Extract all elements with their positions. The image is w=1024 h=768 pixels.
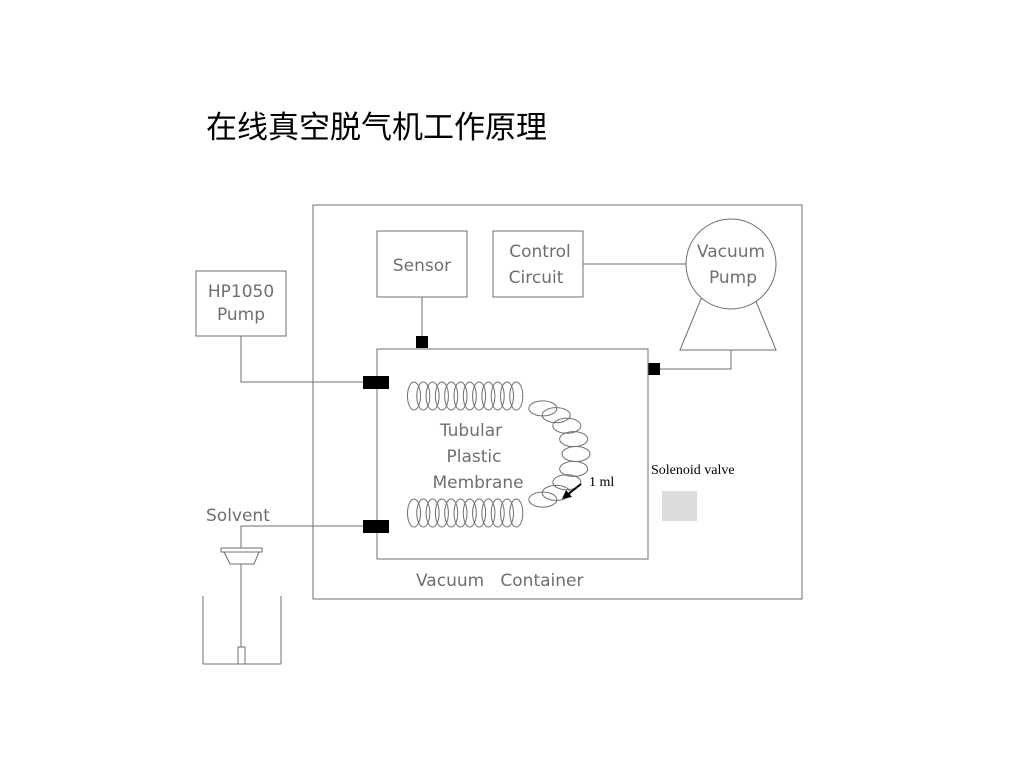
control-circuit-box: Control Circuit	[492, 230, 584, 298]
vacuum-chamber	[376, 348, 649, 560]
coil-loop	[509, 498, 524, 528]
coil-loop	[407, 381, 421, 411]
coil-loop	[434, 381, 449, 411]
coil-loop	[462, 498, 477, 528]
coil-loop	[528, 491, 558, 508]
sensor-label: Sensor	[393, 256, 451, 276]
coil-loop	[462, 381, 477, 411]
coil-loop	[552, 417, 582, 434]
coil-loop	[559, 431, 589, 448]
coil-loop	[500, 381, 514, 411]
coil-loop	[500, 498, 514, 528]
volume-label: 1 ml	[589, 475, 614, 490]
vacuum-pump: Vacuum Pump	[679, 218, 777, 351]
hp-pump-box: HP1050 Pump	[195, 270, 287, 337]
solenoid-valve	[662, 491, 697, 521]
coil-loop	[472, 381, 487, 411]
solenoid-valve-label: Solenoid valve	[651, 463, 735, 478]
vacuum-pump-label-line2: Pump	[709, 268, 757, 288]
coil-loop	[416, 498, 431, 528]
coil-loop	[425, 381, 440, 411]
tubular-membrane-coil	[407, 381, 591, 528]
coil-loop	[453, 381, 468, 411]
vacuum-port	[648, 363, 660, 375]
volume-pointer-arrow	[562, 483, 582, 499]
membrane-label-line2: Plastic	[447, 447, 502, 467]
page-title: 在线真空脱气机工作原理	[206, 110, 547, 146]
coil-loop	[561, 446, 591, 462]
inlet-port-top	[363, 376, 389, 389]
vacuum-container-label: Vacuum Container	[416, 571, 583, 591]
sensor-box: Sensor	[376, 230, 468, 298]
hp-pump-label-line2: Pump	[217, 305, 265, 325]
coil-loop	[434, 498, 449, 528]
coil-loop	[444, 381, 459, 411]
sensor-port	[416, 336, 428, 348]
membrane-label-line1: Tubular	[439, 421, 502, 441]
solvent-line	[240, 525, 363, 548]
solvent-reservoir	[202, 547, 282, 665]
solvent-label: Solvent	[206, 506, 270, 526]
vacuum-pump-label-line1: Vacuum	[697, 242, 765, 262]
coil-loop	[528, 400, 558, 417]
control-circuit-label-line1: Control	[509, 242, 570, 262]
coil-loop	[490, 498, 505, 528]
coil-loop	[416, 381, 431, 411]
coil-loop	[407, 498, 421, 528]
inlet-port-bottom	[363, 520, 389, 533]
coil-loop	[481, 381, 496, 411]
membrane-label-line3: Membrane	[432, 473, 523, 493]
coil-loop	[453, 498, 468, 528]
coil-loop	[559, 460, 589, 477]
hp-pump-label-line1: HP1050	[208, 282, 274, 302]
coil-loop	[490, 381, 505, 411]
coil-loop	[552, 474, 582, 491]
pump-to-inlet-line	[240, 336, 363, 383]
coil-loop	[425, 498, 440, 528]
coil-loop	[509, 381, 524, 411]
coil-loop	[481, 498, 496, 528]
vacuum-line	[660, 350, 732, 370]
coil-loop	[444, 498, 459, 528]
coil-loop	[472, 498, 487, 528]
degasser-housing	[312, 204, 803, 600]
control-circuit-label-line2: Circuit	[509, 268, 564, 288]
coil-loop	[541, 407, 571, 424]
